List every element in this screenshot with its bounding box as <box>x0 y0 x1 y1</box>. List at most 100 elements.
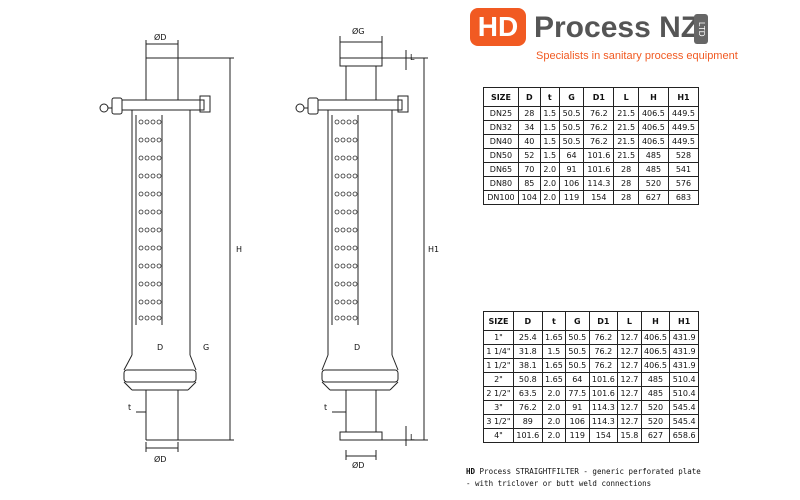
column-header: H1 <box>669 311 699 331</box>
column-header: G <box>558 87 585 107</box>
left-g-label: G <box>203 343 209 352</box>
table-cell: 545.4 <box>669 400 699 415</box>
table-cell: 1.5 <box>541 344 567 359</box>
table-cell: 50.5 <box>558 106 585 121</box>
table-cell: 28 <box>613 190 639 205</box>
table-cell: 50.5 <box>565 330 590 345</box>
column-header: D1 <box>588 311 619 331</box>
right-t-label: t <box>324 403 327 412</box>
logo-name: Process NZ <box>534 11 700 44</box>
table-cell: 406.5 <box>640 330 671 345</box>
right-d-label: D <box>354 343 360 352</box>
table-cell: 12.7 <box>617 344 642 359</box>
table-cell: 89 <box>512 414 543 429</box>
table-cell: 2.0 <box>541 414 567 429</box>
column-header: G <box>565 311 590 331</box>
table-cell: 64 <box>565 372 590 387</box>
table-cell: 50.5 <box>558 120 585 135</box>
product-caption: HD Process STRAIGHTFILTER - generic perf… <box>466 466 701 490</box>
table-cell: 154 <box>588 428 619 443</box>
table-cell: 1.65 <box>541 358 567 373</box>
table-cell: 1 1/4" <box>483 344 514 359</box>
table-cell: 520 <box>640 400 671 415</box>
left-filter-drawing <box>99 40 234 452</box>
table-cell: DN32 <box>483 120 519 135</box>
table-cell: 12.7 <box>617 414 642 429</box>
table-cell: 106 <box>565 414 590 429</box>
column-header: SIZE <box>483 311 514 331</box>
right-top-dia-label: ØG <box>352 26 365 36</box>
table-cell: 1.5 <box>539 106 560 121</box>
table-cell: 76.2 <box>583 106 615 121</box>
table-cell: 2 1/2" <box>483 386 514 401</box>
table-cell: 2.0 <box>541 400 567 415</box>
column-header: t <box>541 311 567 331</box>
left-t-label: t <box>128 403 131 412</box>
table-cell: 63.5 <box>512 386 543 401</box>
table-cell: 21.5 <box>613 106 639 121</box>
right-filter-drawing <box>295 36 428 460</box>
table-cell: 21.5 <box>613 120 639 135</box>
table-cell: 12.7 <box>617 372 642 387</box>
table-cell: 406.5 <box>637 106 669 121</box>
table-cell: 431.9 <box>669 344 699 359</box>
table-cell: 101.6 <box>583 148 615 163</box>
logo-ltd: LTD <box>694 14 708 44</box>
left-top-dia-label: ØD <box>154 32 166 42</box>
table-cell: 114.3 <box>588 414 619 429</box>
table-cell: 576 <box>667 176 700 191</box>
column-header: SIZE <box>483 87 519 107</box>
table-cell: 510.4 <box>669 386 699 401</box>
table-cell: 12.7 <box>617 330 642 345</box>
table-cell: 3" <box>483 400 514 415</box>
table-cell: 1.5 <box>539 134 560 149</box>
table-cell: 545.4 <box>669 414 699 429</box>
table-cell: 406.5 <box>640 344 671 359</box>
table-cell: 76.2 <box>588 358 619 373</box>
right-l-bottom-label: L <box>410 433 415 442</box>
table-cell: 449.5 <box>667 134 700 149</box>
logo-tagline: Specialists in sanitary process equipmen… <box>536 50 738 62</box>
table-cell: 12.7 <box>617 358 642 373</box>
table-cell: 91 <box>565 400 590 415</box>
table-cell: 12.7 <box>617 386 642 401</box>
caption-line-1: HD Process STRAIGHTFILTER - generic perf… <box>466 466 701 478</box>
table-cell: 91 <box>558 162 585 177</box>
table-cell: 683 <box>667 190 700 205</box>
table-cell: 1" <box>483 330 514 345</box>
table-cell: 50.5 <box>565 344 590 359</box>
table-cell: 40 <box>517 134 541 149</box>
table-cell: DN25 <box>483 106 519 121</box>
table-cell: 431.9 <box>669 330 699 345</box>
table-cell: 34 <box>517 120 541 135</box>
table-cell: 119 <box>558 190 585 205</box>
column-header: H <box>637 87 669 107</box>
company-logo: HD Process NZ LTD Specialists in sanitar… <box>470 8 770 72</box>
table-cell: 154 <box>583 190 615 205</box>
table-cell: 4" <box>483 428 514 443</box>
logo-badge: HD <box>470 8 526 46</box>
table-cell: 50.8 <box>512 372 543 387</box>
table-cell: 52 <box>517 148 541 163</box>
table-cell: DN80 <box>483 176 519 191</box>
table-cell: 76.2 <box>583 134 615 149</box>
column-header: t <box>539 87 560 107</box>
table-cell: 28 <box>517 106 541 121</box>
table-cell: 520 <box>637 176 669 191</box>
table-cell: 50.5 <box>565 358 590 373</box>
table-cell: 2.0 <box>539 190 560 205</box>
table-cell: DN50 <box>483 148 519 163</box>
